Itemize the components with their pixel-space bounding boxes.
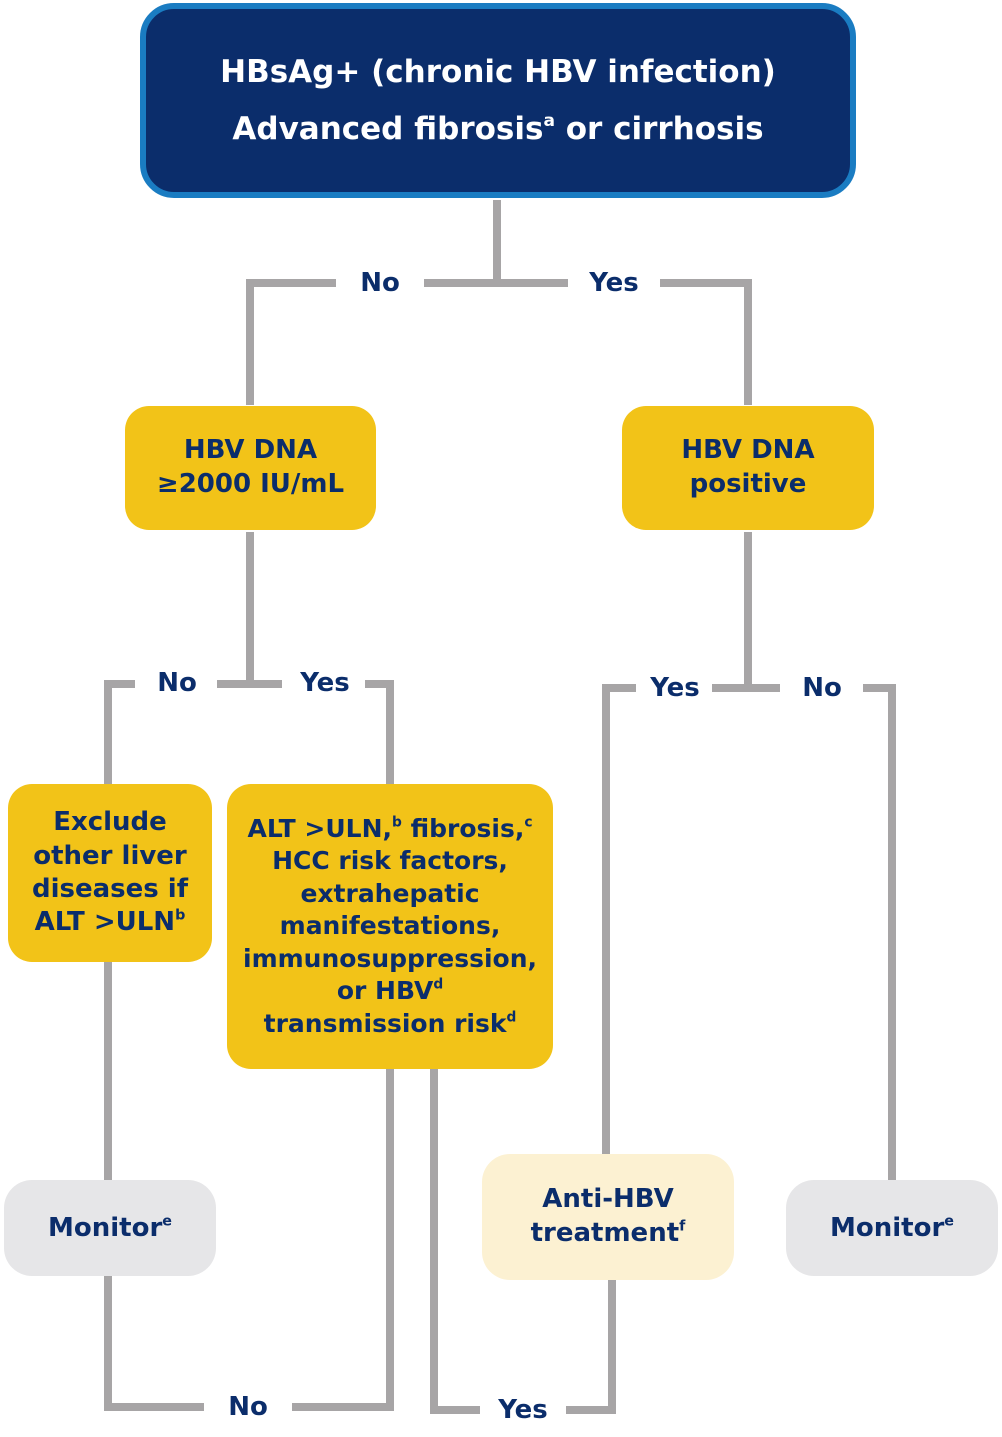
monitor-box-left: Monitore xyxy=(4,1180,216,1276)
label-no-top: No xyxy=(358,268,402,298)
monitor-box-right: Monitore xyxy=(786,1180,998,1276)
hbv-dna-threshold-box: HBV DNA ≥2000 IU/mL xyxy=(125,406,376,530)
start-title: HBsAg+ (chronic HBV infection) xyxy=(220,53,776,90)
label-no-left: No xyxy=(155,668,199,698)
label-no-right: No xyxy=(800,673,844,703)
hbv-dna-positive-box: HBV DNA positive xyxy=(622,406,874,530)
label-yes-bottom: Yes xyxy=(496,1395,550,1425)
label-no-bottom: No xyxy=(226,1392,270,1422)
label-yes-top: Yes xyxy=(587,268,641,298)
treatment-criteria-box: ALT >ULN,b fibrosis,c HCC risk factors, … xyxy=(227,784,553,1069)
start-subtitle: Advanced fibrosisa or cirrhosis xyxy=(232,110,764,147)
exclude-liver-diseases-box: Exclude other liver diseases if ALT >ULN… xyxy=(8,784,212,962)
anti-hbv-treatment-box: Anti-HBV treatmentf xyxy=(482,1154,734,1280)
start-box-hbsag-positive: HBsAg+ (chronic HBV infection) Advanced … xyxy=(140,3,856,198)
label-yes-left: Yes xyxy=(298,668,352,698)
label-yes-right: Yes xyxy=(648,673,702,703)
